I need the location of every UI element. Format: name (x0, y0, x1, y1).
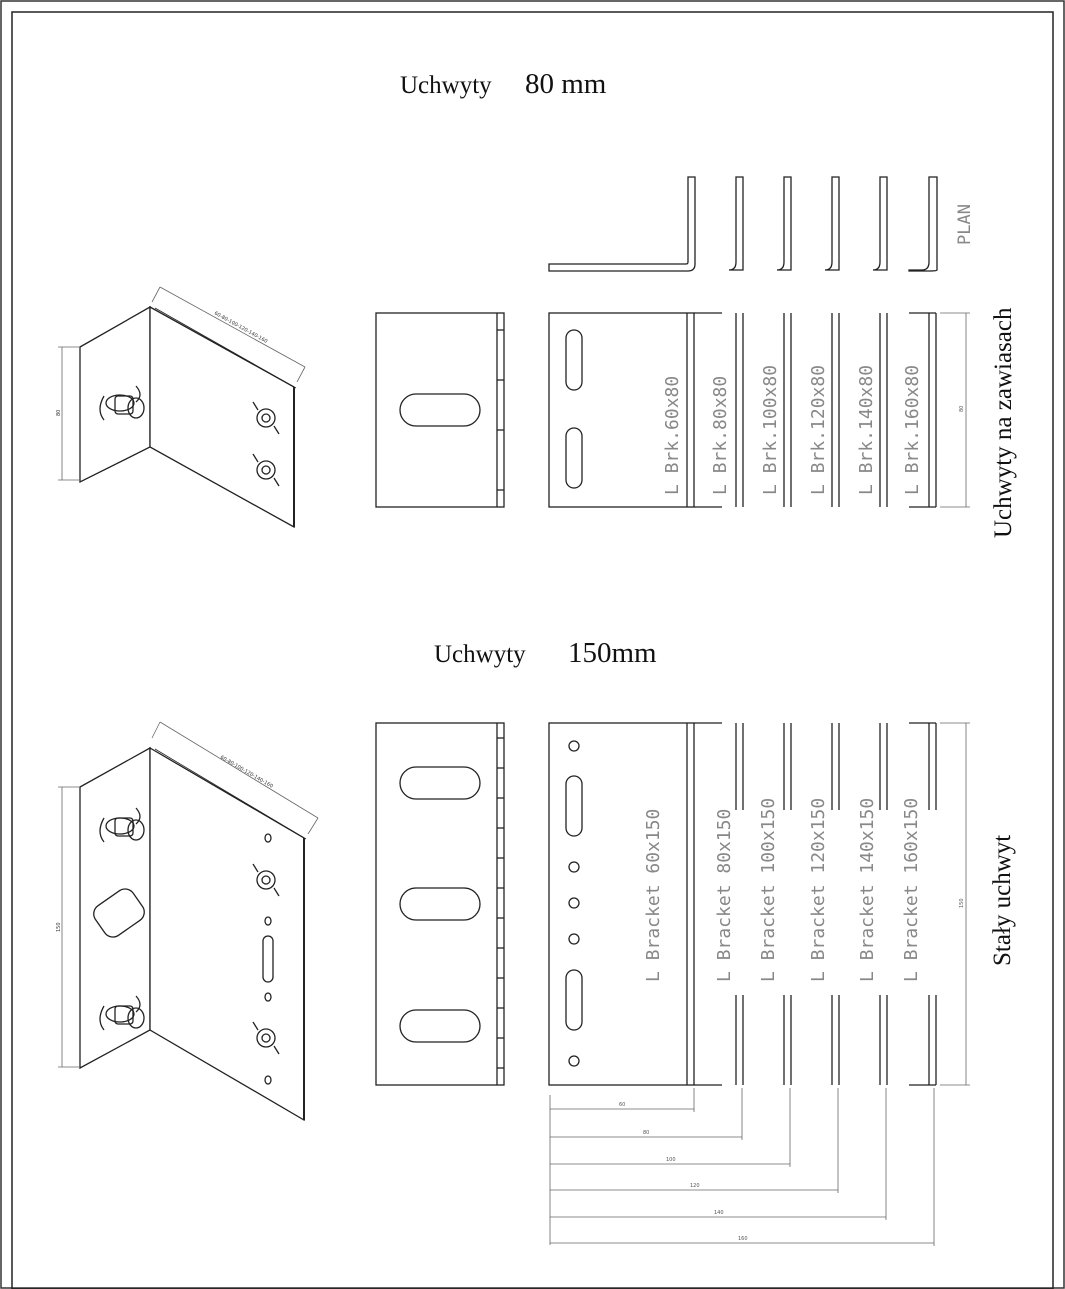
plan-label: PLAN (955, 204, 975, 245)
section-lines-80 (735, 312, 970, 508)
iso-bracket-150 (58, 721, 319, 1122)
bracket-label-120x80: L Brk.120x80 (808, 365, 829, 495)
side-label-hinged: Uchwyty na zawiasach (990, 307, 1017, 538)
iso-top-dim-80: 60-80-100-120-140-160 (213, 311, 268, 345)
bracket-label-80x150: L Bracket 80x150 (714, 809, 735, 982)
iso-side-dim-150: 150 (56, 922, 62, 932)
length-dim-labels: 60 80 100 120 140 160 (619, 1102, 748, 1242)
side-label-fixed: Stały uchwyt (989, 835, 1016, 966)
length-dim-140: 140 (714, 1210, 724, 1216)
top-title-size: 80 mm (525, 68, 607, 100)
length-dim-100: 100 (666, 1157, 676, 1163)
bracket-label-80x80: L Brk.80x80 (710, 376, 731, 495)
side-plate-150 (548, 722, 722, 1086)
bracket-label-100x80: L Brk.100x80 (760, 365, 781, 495)
bottom-title-size: 150mm (568, 637, 657, 669)
iso-side-dim-80: 80 (56, 410, 62, 416)
bracket-label-140x150: L Bracket 140x150 (857, 798, 878, 982)
inner-frame (11, 11, 1054, 1289)
length-dim-60: 60 (619, 1102, 625, 1108)
bottom-title-label: Uchwyty (434, 641, 526, 668)
bracket-label-160x80: L Brk.160x80 (902, 365, 923, 495)
bracket-label-60x80: L Brk.60x80 (662, 376, 683, 495)
front-plate-150 (375, 722, 505, 1086)
length-dimensions (549, 1088, 935, 1246)
height-dim-150: 150 (959, 898, 965, 908)
front-plate-80 (375, 312, 505, 508)
bracket-label-120x150: L Bracket 120x150 (808, 798, 829, 982)
bracket-label-100x150: L Bracket 100x150 (758, 798, 779, 982)
length-dim-160: 160 (738, 1236, 748, 1242)
length-dim-120: 120 (690, 1183, 700, 1189)
bracket-label-60x150: L Bracket 60x150 (643, 809, 664, 982)
bracket-labels-80: L Brk.60x80 L Brk.80x80 L Brk.100x80 L B… (662, 365, 923, 495)
plan-angles-80 (548, 176, 938, 272)
height-dim-80: 80 (959, 406, 965, 412)
bracket-labels-150: L Bracket 60x150 L Bracket 80x150 L Brac… (643, 798, 922, 982)
bracket-label-160x150: L Bracket 160x150 (901, 798, 922, 982)
iso-top-dim-150: 60-80-100-120-140-160 (219, 755, 274, 790)
iso-bracket-80 (58, 286, 306, 529)
section-lines-150 (735, 722, 970, 1086)
side-plate-80 (548, 312, 722, 508)
length-dim-80: 80 (643, 1130, 649, 1136)
bracket-label-140x80: L Brk.140x80 (856, 365, 877, 495)
top-title-label: Uchwyty (400, 72, 492, 99)
